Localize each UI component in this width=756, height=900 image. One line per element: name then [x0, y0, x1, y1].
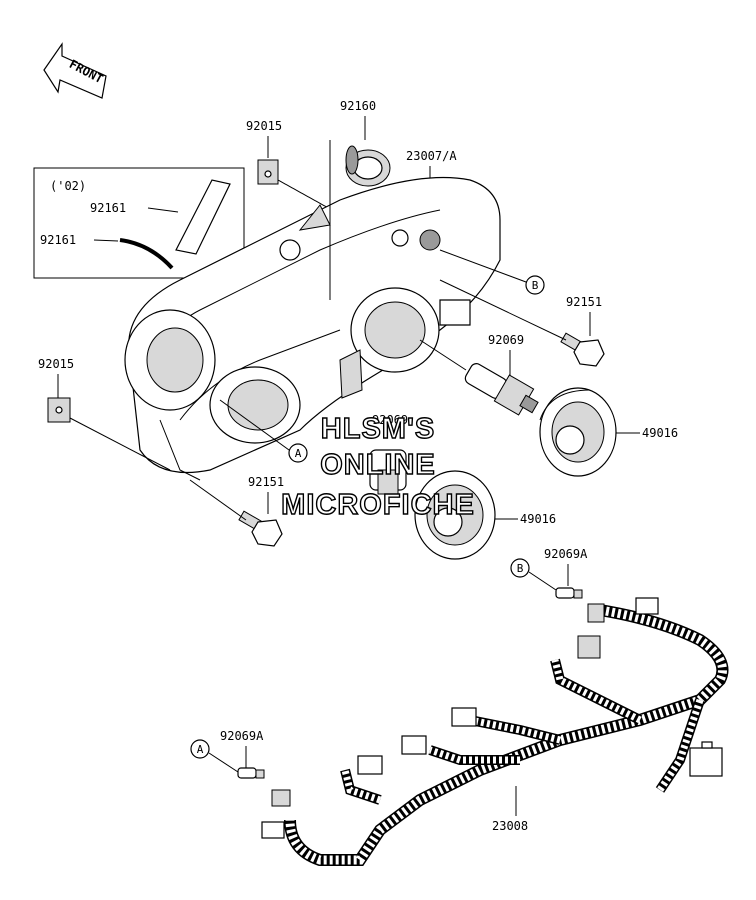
bolt-92151-left	[238, 510, 283, 547]
callout-92161-lower: 92161	[40, 233, 76, 247]
callout-92069a-left: 92069A	[220, 729, 264, 743]
inset-year-label: ('02)	[50, 179, 86, 193]
callout-92015-left: 92015	[38, 357, 74, 371]
callout-92151-right: 92151	[566, 295, 602, 309]
callout-92069a-right: 92069A	[544, 547, 588, 561]
watermark-line-3: MICROFICHE	[281, 489, 475, 521]
svg-text:B: B	[532, 279, 539, 292]
svg-text:B: B	[517, 562, 524, 575]
callout-23008: 23008	[492, 819, 528, 833]
bulb-92069-mid	[369, 449, 407, 495]
svg-text:A: A	[197, 743, 204, 756]
callout-92069-right: 92069	[488, 333, 524, 347]
bulb-92069-right	[464, 363, 539, 416]
callout-92151-left: 92151	[248, 475, 284, 489]
callout-92160: 92160	[340, 99, 376, 113]
callout-49016-bottom: 49016	[520, 512, 556, 526]
front-arrow-icon: FRONT	[43, 42, 107, 99]
callout-49016-top: 49016	[642, 426, 678, 440]
watermark-line-2: ONLINE	[320, 449, 436, 481]
headlight-housing-23007a	[124, 140, 501, 481]
inset-02-box: ('02)	[33, 167, 245, 279]
clip-nut-92015-top	[257, 159, 279, 185]
ref-circle-a-lower: A	[190, 739, 210, 759]
wiring-harness-23008	[261, 597, 729, 866]
grommet-92160	[345, 145, 391, 187]
bulb-92069a-left	[237, 767, 265, 779]
callout-23007a: 23007/A	[406, 149, 457, 163]
cover-49016-bottom	[414, 470, 496, 560]
svg-text:A: A	[295, 447, 302, 460]
ref-circle-b-upper: B	[525, 275, 545, 295]
watermark: HLSM'S ONLINE MICROFICHE	[280, 412, 475, 521]
callout-92161-upper: 92161	[90, 201, 126, 215]
ref-circle-b-lower: B	[510, 558, 530, 578]
bulb-92069a-right	[555, 587, 583, 599]
bolt-92151-right	[560, 332, 605, 367]
ref-circle-a-upper: A	[288, 443, 308, 463]
cover-49016-top	[539, 387, 617, 477]
callout-92069-mid: 92069	[372, 413, 408, 427]
watermark-line-1: HLSM'S	[321, 413, 435, 445]
callout-92015-top: 92015	[246, 119, 282, 133]
clip-nut-92015-left	[47, 397, 71, 423]
